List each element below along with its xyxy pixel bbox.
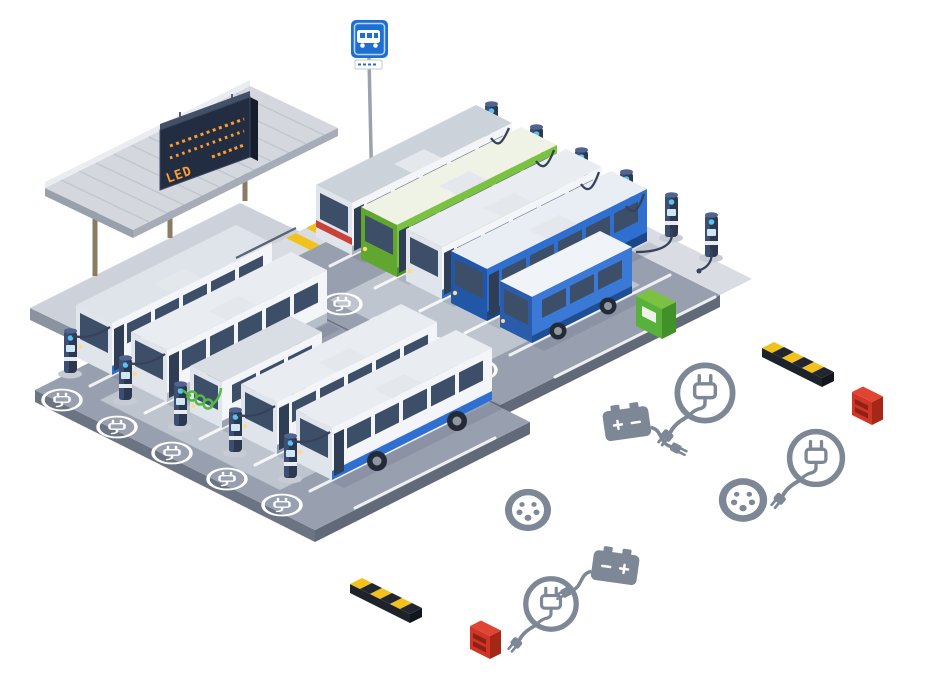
coach-stripe — [316, 220, 352, 245]
bus-icon — [357, 30, 380, 48]
led-dot-matrix — [169, 117, 245, 160]
speed-bump — [350, 578, 422, 623]
speed-bump — [762, 342, 834, 387]
trolley-poles — [235, 227, 297, 259]
charging-cables — [71, 326, 331, 444]
socket-connector-icon — [718, 478, 768, 522]
ev-charging-badge-icon — [656, 365, 733, 447]
coiled-charging-cable — [181, 387, 223, 410]
charging-cabinet — [636, 289, 676, 339]
battery-charging-icon — [599, 394, 691, 470]
lower-parking-lot — [35, 225, 530, 542]
traffic-barrier — [852, 386, 883, 425]
traffic-barrier — [470, 620, 501, 659]
socket-connector-icon — [505, 488, 551, 532]
led-display-board: LED — [159, 91, 258, 191]
charging-cables — [490, 127, 713, 274]
ev-charging-badge-icon — [769, 432, 842, 510]
